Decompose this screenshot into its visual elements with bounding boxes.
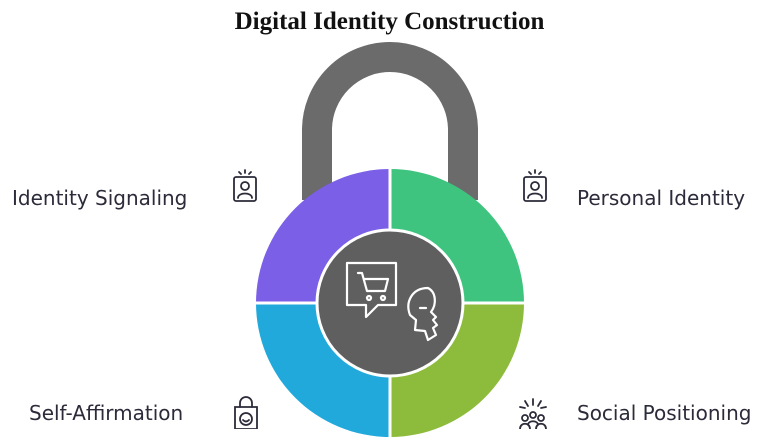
id-badge-icon bbox=[523, 169, 547, 202]
label-self-affirmation: Self-Affirmation bbox=[29, 401, 184, 425]
label-personal-identity: Personal Identity bbox=[577, 186, 746, 210]
label-identity-signaling: Identity Signaling bbox=[12, 186, 188, 210]
badge-icon bbox=[233, 169, 257, 202]
diagram-title: Digital Identity Construction bbox=[234, 8, 545, 35]
lock-shackle bbox=[302, 42, 478, 200]
people-spark-icon bbox=[519, 398, 547, 429]
shopping-chat-head-icon bbox=[345, 261, 439, 342]
bag-smile-icon bbox=[234, 396, 258, 429]
center-circle bbox=[315, 228, 465, 378]
label-social-positioning: Social Positioning bbox=[577, 401, 752, 425]
